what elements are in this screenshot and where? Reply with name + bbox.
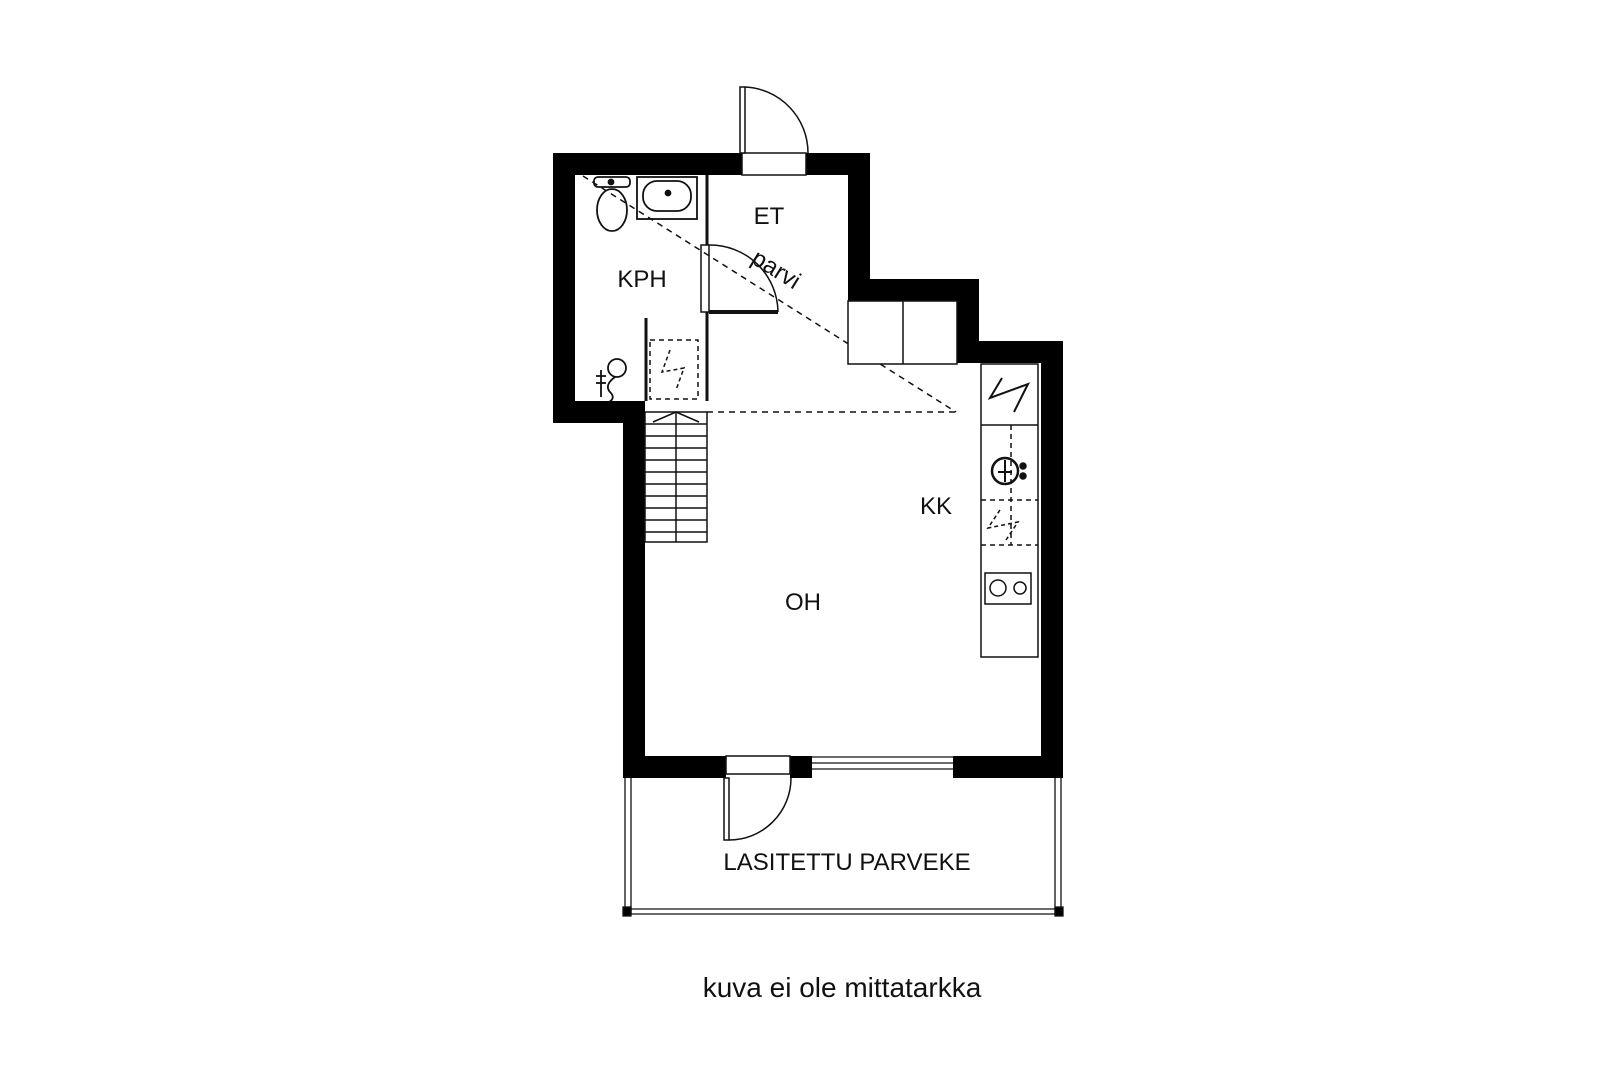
room-label-kph: KPH <box>617 266 666 293</box>
room-label-parvi: parvi <box>747 244 805 294</box>
wall-bottom-mid <box>790 756 812 778</box>
balcony-door-frame <box>725 755 791 775</box>
bathroom-door-frame <box>700 244 710 313</box>
sink-icon <box>636 176 698 220</box>
shower-icon <box>596 358 627 403</box>
wall-step-top <box>848 279 979 301</box>
balcony-door-swing <box>728 777 792 841</box>
wall-right <box>1041 341 1063 778</box>
wall-et-right <box>848 153 870 301</box>
entrance-door-frame <box>741 152 807 176</box>
wall-kph-bottom <box>553 401 645 423</box>
entrance-door <box>739 86 809 176</box>
refrigerator-icon <box>987 377 1031 413</box>
interior-walls <box>644 175 709 401</box>
wall-living-left <box>623 401 645 778</box>
toilet-icon <box>593 176 631 232</box>
kitchen-counter <box>980 363 1039 658</box>
stove-icon <box>984 572 1032 605</box>
kitchen-sink-icon <box>990 456 1027 486</box>
wall-bottom-left <box>623 756 726 778</box>
balcony-door-leaf <box>723 777 730 841</box>
bathroom-door <box>700 244 779 314</box>
bathroom-door-swing <box>708 244 779 313</box>
room-label-kk: KK <box>920 493 952 520</box>
glazed-balcony <box>622 778 1064 917</box>
room-label-et: ET <box>754 203 785 230</box>
room-label-balcony: LASITETTU PARVEKE <box>723 849 970 876</box>
balcony-window <box>812 756 953 770</box>
wall-bottom-right <box>953 756 1063 778</box>
loft-shelf <box>847 300 958 365</box>
entrance-door-swing <box>744 86 809 154</box>
washing-machine-icon <box>649 339 699 400</box>
wall-right-top <box>957 341 1063 363</box>
wall-top-left <box>553 153 742 175</box>
room-label-oh: OH <box>785 589 821 616</box>
stairs <box>644 411 708 543</box>
dishwasher-icon <box>986 509 1020 541</box>
wall-kph-left <box>553 153 575 423</box>
balcony-door <box>723 755 792 841</box>
loft-outline <box>582 175 957 413</box>
scale-disclaimer: kuva ei ole mittatarkka <box>703 972 982 1003</box>
entrance-door-leaf <box>739 86 746 154</box>
exterior-walls <box>553 153 1063 778</box>
